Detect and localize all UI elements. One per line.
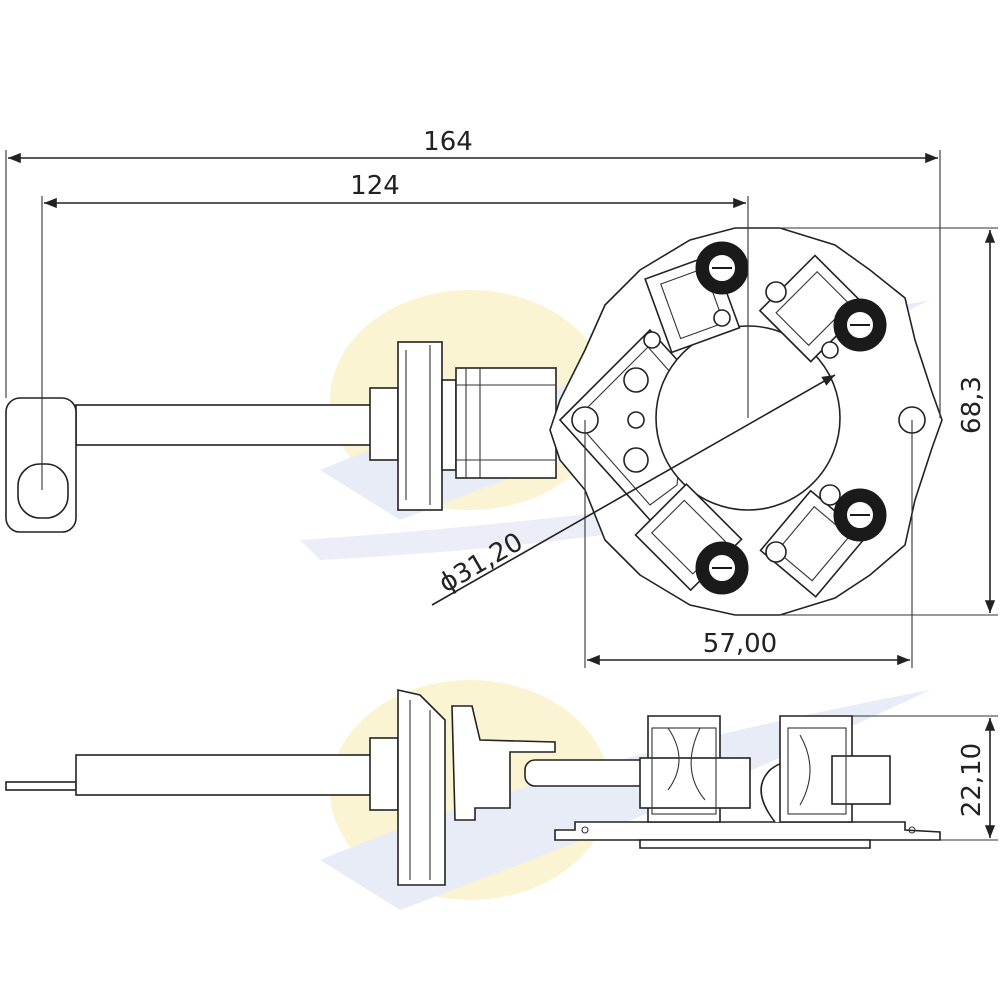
eyelet-terminal-icon bbox=[5, 397, 77, 533]
grommet bbox=[369, 341, 457, 511]
side-lead-tab bbox=[5, 781, 77, 791]
connector-body bbox=[455, 367, 557, 479]
side-brush-holder-right bbox=[779, 715, 891, 823]
dim-brush-holder-length: 124 bbox=[350, 171, 400, 201]
side-brush-holder-left bbox=[639, 715, 751, 823]
lead-rod bbox=[75, 404, 377, 446]
dim-plate-height: 68,3 bbox=[957, 376, 987, 434]
screw-terminal-icon bbox=[695, 241, 887, 595]
side-view bbox=[5, 688, 941, 886]
dim-hole-spacing: 57,00 bbox=[703, 629, 777, 659]
rivet-holes bbox=[623, 281, 841, 563]
side-grommet bbox=[397, 688, 446, 886]
dim-assembly-height: 22,10 bbox=[957, 743, 987, 817]
side-connector bbox=[451, 705, 556, 821]
top-view bbox=[5, 227, 943, 616]
dim-overall-length: 164 bbox=[423, 127, 473, 157]
side-lead-rod bbox=[75, 754, 377, 796]
side-base-plate bbox=[554, 821, 941, 841]
